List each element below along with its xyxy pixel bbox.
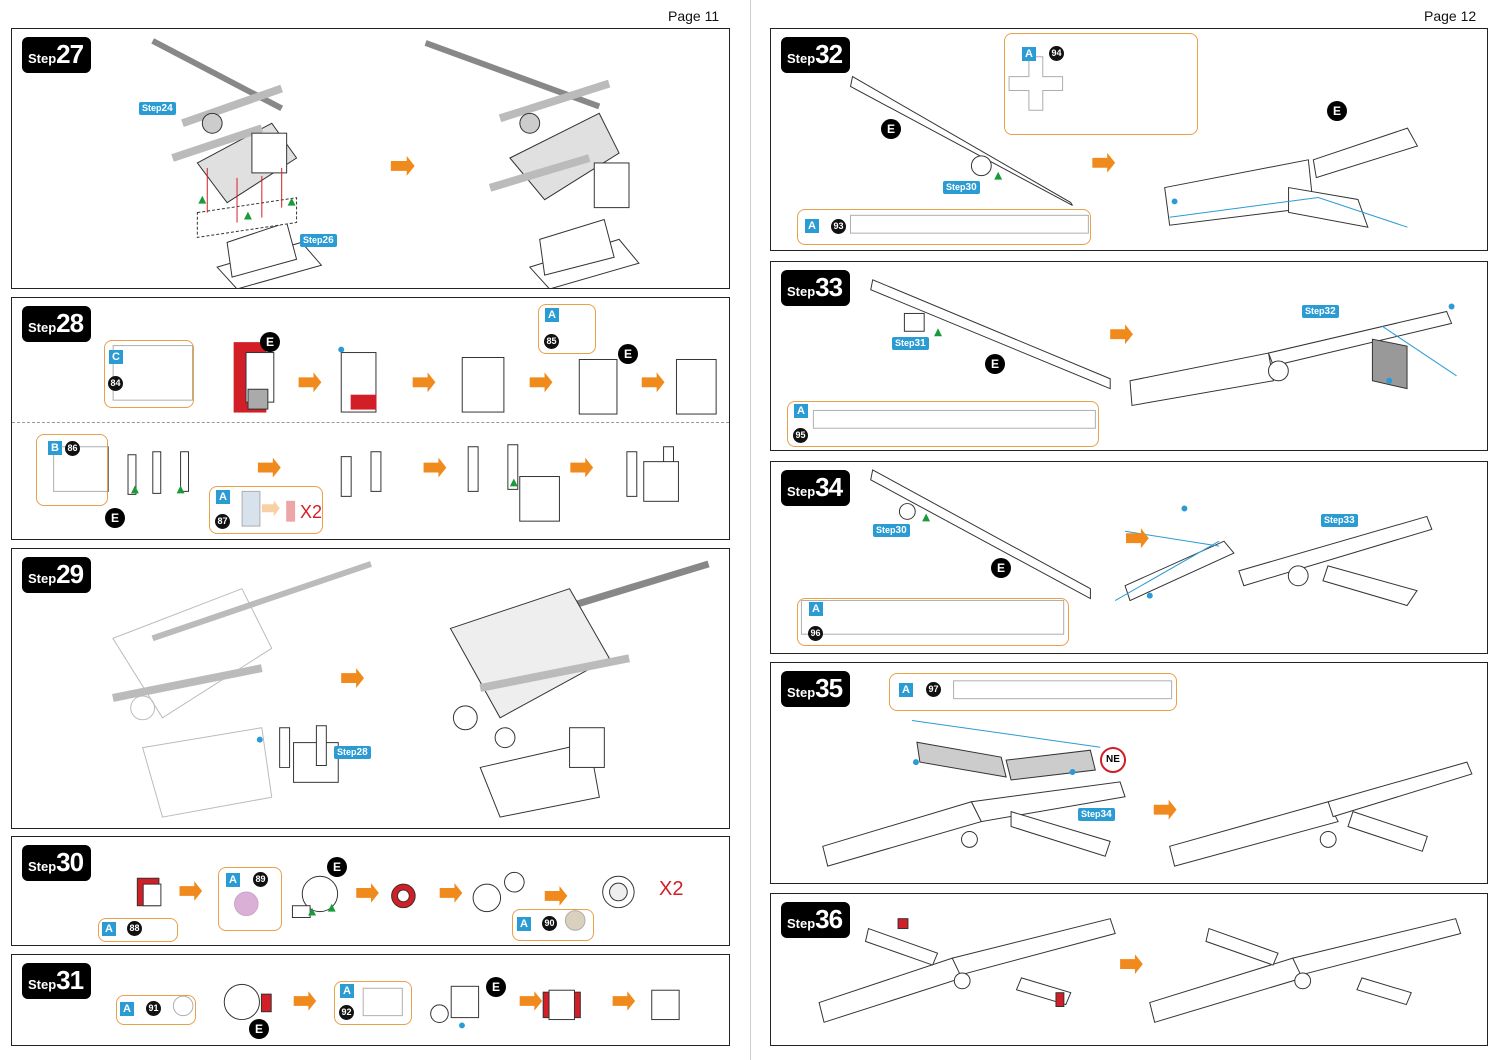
edge-marker-e: E	[1327, 101, 1347, 121]
multiplier-label: X2	[300, 502, 323, 522]
step-33-badge: Step33	[781, 270, 851, 306]
sheet-letter: A	[809, 602, 823, 616]
page-number-right: Page 12	[1424, 8, 1477, 24]
edge-marker-e: E	[327, 857, 347, 877]
edge-marker-e: E	[260, 332, 280, 352]
sheet-letter: A	[102, 922, 116, 936]
step-33-panel: Step33 A 95 Step31 Step32 E	[770, 261, 1488, 451]
step-ref-31: Step31	[892, 337, 929, 350]
step-36-badge: Step36	[781, 902, 851, 938]
part-callout-93	[797, 209, 1091, 245]
arrow-right-icon	[341, 668, 365, 689]
part-number-91: 91	[146, 1001, 161, 1016]
step-ref-26: Step26	[300, 234, 337, 247]
sheet-letter: A	[545, 308, 559, 322]
part-number-86: 86	[65, 441, 80, 456]
arrow-right-icon	[179, 881, 568, 906]
step-32-panel: Step32 A 94 A 93 Step30 E E	[770, 28, 1488, 251]
part-callout-96	[797, 598, 1069, 646]
step-30-badge: Step30	[22, 845, 92, 881]
step-34-panel: Step34 A 96 Step30 Step33 E	[770, 461, 1488, 654]
edge-marker-e: E	[618, 344, 638, 364]
step-29-badge: Step29	[22, 557, 92, 593]
step-ref-33: Step33	[1321, 514, 1358, 527]
part-number-89: 89	[253, 872, 268, 887]
part-number-95: 95	[793, 428, 808, 443]
part-number-96: 96	[808, 626, 823, 641]
sheet-letter: A	[899, 683, 913, 697]
sheet-letter: A	[226, 873, 240, 887]
sheet-letter: A	[1022, 47, 1036, 61]
edge-marker-e: E	[985, 354, 1005, 374]
step-28-illustration	[53, 342, 717, 527]
page-number-left: Page 11	[668, 8, 720, 24]
part-number-87: 87	[215, 514, 230, 529]
sheet-letter: A	[340, 984, 354, 998]
edge-marker-ne: NE	[1100, 747, 1126, 773]
part-number-97: 97	[926, 682, 941, 697]
part-number-94: 94	[1049, 46, 1064, 61]
step-ref-32: Step32	[1302, 305, 1339, 318]
sheet-letter: C	[109, 350, 123, 364]
step-ref-28: Step28	[334, 746, 371, 759]
sheet-letter: A	[794, 404, 808, 418]
step-27-panel: Step27 Step24 Step26	[11, 28, 730, 289]
edge-marker-e: E	[881, 119, 901, 139]
step-27-badge: Step27	[22, 37, 92, 73]
arrow-right-icon	[390, 156, 415, 176]
step-28-panel: Step28 C 84 A 85 B 86 A 87 X2 E E E	[11, 297, 730, 540]
edge-marker-e: E	[486, 977, 506, 997]
step-29-panel: Step29 Step28	[11, 548, 730, 829]
step-30-panel: Step30 A 88 A 89 A 90 E X2	[11, 836, 730, 946]
step-31-panel: Step31 A 91 A 92 E E	[11, 954, 730, 1046]
part-callout-94	[1004, 33, 1198, 135]
step-ref-30: Step30	[943, 181, 980, 194]
part-number-92: 92	[339, 1005, 354, 1020]
step-31-badge: Step31	[22, 963, 92, 999]
step-29-illustration	[112, 560, 710, 818]
sheet-letter: A	[216, 490, 230, 504]
step-35-badge: Step35	[781, 671, 851, 707]
step-35-panel: Step35 A 97 Step34 NE	[770, 662, 1488, 884]
multiplier-label: X2	[659, 878, 684, 900]
step-36-panel: Step36	[770, 893, 1488, 1046]
step-28-separator	[12, 422, 729, 423]
step-ref-24: Step24	[139, 102, 176, 115]
arrow-right-icon	[1120, 954, 1143, 974]
step-36-illustration	[818, 918, 1462, 1023]
edge-marker-e: E	[249, 1019, 269, 1039]
sheet-letter: B	[48, 441, 62, 455]
part-number-88: 88	[127, 921, 142, 936]
sheet-letter: A	[120, 1002, 134, 1016]
step-ref-34: Step34	[1078, 808, 1115, 821]
edge-marker-e: E	[105, 508, 125, 528]
part-number-84: 84	[108, 376, 123, 391]
part-callout-95	[787, 401, 1099, 447]
arrow-right-icon	[1092, 152, 1116, 173]
part-number-90: 90	[542, 916, 557, 931]
step-34-badge: Step34	[781, 470, 851, 506]
sheet-letter: A	[805, 219, 819, 233]
step-32-badge: Step32	[781, 37, 851, 73]
step-ref-30: Step30	[873, 524, 910, 537]
edge-marker-e: E	[991, 558, 1011, 578]
step-28-badge: Step28	[22, 306, 92, 342]
arrow-right-icon	[1153, 799, 1177, 820]
arrow-right-icon	[293, 991, 636, 1011]
page-divider	[750, 0, 751, 1060]
sheet-letter: A	[517, 917, 531, 931]
part-number-93: 93	[831, 219, 846, 234]
arrow-right-icon	[1126, 528, 1149, 549]
part-number-85: 85	[544, 334, 559, 349]
arrow-right-icon	[1110, 324, 1133, 345]
step-27-illustration	[151, 38, 640, 288]
step-32-illustration	[849, 56, 1419, 234]
